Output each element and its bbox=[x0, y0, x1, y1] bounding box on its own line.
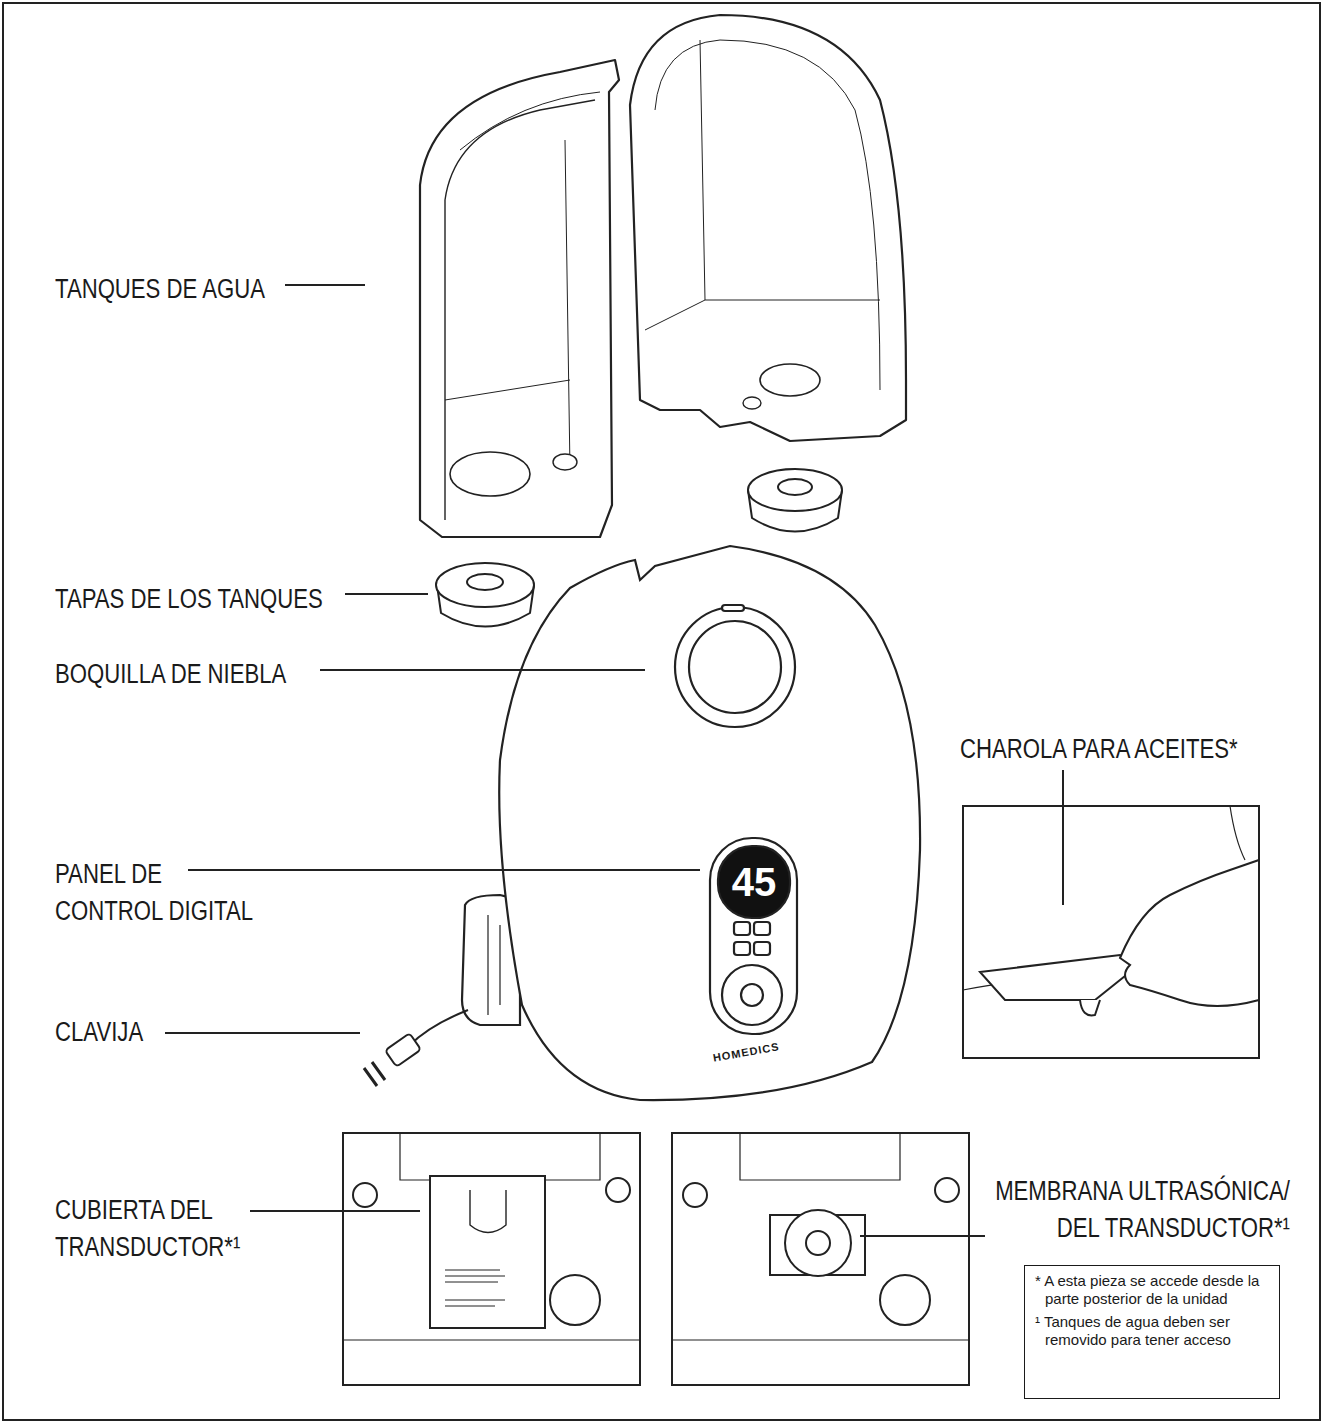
left-tank-hole bbox=[450, 452, 530, 496]
dial-center bbox=[741, 984, 763, 1006]
foot bbox=[683, 1183, 707, 1207]
inset-frame bbox=[963, 806, 1259, 1058]
housing-edge bbox=[488, 915, 500, 1015]
display-readout: 45 bbox=[722, 858, 786, 906]
mist-nozzle-inner bbox=[689, 621, 781, 713]
leader-line bbox=[320, 669, 645, 671]
cap-right-center bbox=[778, 479, 812, 495]
leader-line bbox=[1062, 770, 1064, 905]
cord bbox=[410, 1010, 468, 1045]
part-label: CUBIERTA DEL TRANSDUCTOR*¹ bbox=[55, 1192, 248, 1266]
leader-line bbox=[250, 1210, 420, 1212]
foot bbox=[606, 1178, 630, 1202]
leader-line bbox=[165, 1032, 360, 1034]
part-label: TAPAS DE LOS TANQUES bbox=[55, 581, 323, 618]
left-tank-small-hole bbox=[553, 454, 577, 470]
base-unit bbox=[462, 546, 920, 1100]
footnote-text: * A esta pieza se accede desde la parte … bbox=[1033, 1272, 1271, 1308]
inset-frame bbox=[343, 1133, 640, 1385]
transducer-cover bbox=[430, 1176, 545, 1328]
note-box: * A esta pieza se accede desde la parte … bbox=[1024, 1265, 1280, 1399]
cap-left-top bbox=[436, 563, 534, 607]
base-edges bbox=[343, 1133, 640, 1340]
leader-lines bbox=[165, 285, 1063, 1236]
tray-tab bbox=[1080, 1000, 1100, 1015]
control-panel bbox=[710, 838, 797, 1034]
part-label: TANQUES DE AGUA bbox=[55, 271, 265, 308]
plug-prongs bbox=[364, 1062, 385, 1086]
membrane-center bbox=[806, 1231, 830, 1255]
cap-right-top bbox=[748, 469, 842, 511]
part-label: CHAROLA PARA ACEITES* bbox=[960, 731, 1238, 768]
leader-line bbox=[860, 1235, 985, 1237]
part-label: MEMBRANA ULTRASÓNICA/ DEL TRANSDUCTOR*¹ bbox=[987, 1173, 1290, 1247]
left-tank-inner bbox=[445, 100, 595, 520]
base-body bbox=[499, 546, 920, 1100]
mist-nozzle-outer bbox=[675, 607, 795, 727]
button bbox=[754, 922, 770, 935]
water-tanks bbox=[420, 15, 906, 537]
leader-line bbox=[188, 869, 700, 871]
display bbox=[718, 846, 790, 918]
transducer-cover-inset bbox=[343, 1133, 640, 1385]
footnote-text: ¹ Tanques de agua deben ser removido par… bbox=[1033, 1313, 1271, 1349]
membrane-inset bbox=[672, 1133, 969, 1385]
part-label: BOQUILLA DE NIEBLA bbox=[55, 656, 286, 693]
dial bbox=[722, 965, 782, 1025]
right-tank-small-hole bbox=[743, 397, 761, 409]
cap-left-center bbox=[467, 574, 503, 590]
cover-notch bbox=[470, 1190, 506, 1233]
part-label: CLAVIJA bbox=[55, 1014, 143, 1051]
membrane-outer bbox=[785, 1210, 851, 1276]
cover-fine-print bbox=[445, 1270, 505, 1306]
leader-line bbox=[285, 284, 365, 286]
inset-frame bbox=[672, 1133, 969, 1385]
part-label: PANEL DE CONTROL DIGITAL bbox=[55, 856, 264, 930]
foot bbox=[353, 1183, 377, 1207]
left-tank bbox=[420, 60, 619, 537]
hand bbox=[1120, 860, 1259, 1006]
button bbox=[754, 942, 770, 955]
button bbox=[734, 942, 750, 955]
right-tank-edges bbox=[645, 40, 880, 390]
oil-tray bbox=[980, 955, 1135, 1000]
float bbox=[550, 1275, 600, 1325]
hand-line bbox=[1230, 806, 1245, 860]
foot bbox=[935, 1178, 959, 1202]
right-tank-hole bbox=[760, 364, 820, 396]
plug-body bbox=[385, 1033, 421, 1067]
right-tank bbox=[630, 15, 906, 441]
frame bbox=[3, 3, 1320, 1420]
button bbox=[734, 922, 750, 935]
oil-tray-inset bbox=[963, 806, 1259, 1058]
left-tank-edges bbox=[445, 92, 600, 470]
power-cord bbox=[364, 1010, 468, 1086]
float bbox=[880, 1275, 930, 1325]
nozzle-slot bbox=[722, 605, 744, 611]
leader-line bbox=[345, 593, 428, 595]
